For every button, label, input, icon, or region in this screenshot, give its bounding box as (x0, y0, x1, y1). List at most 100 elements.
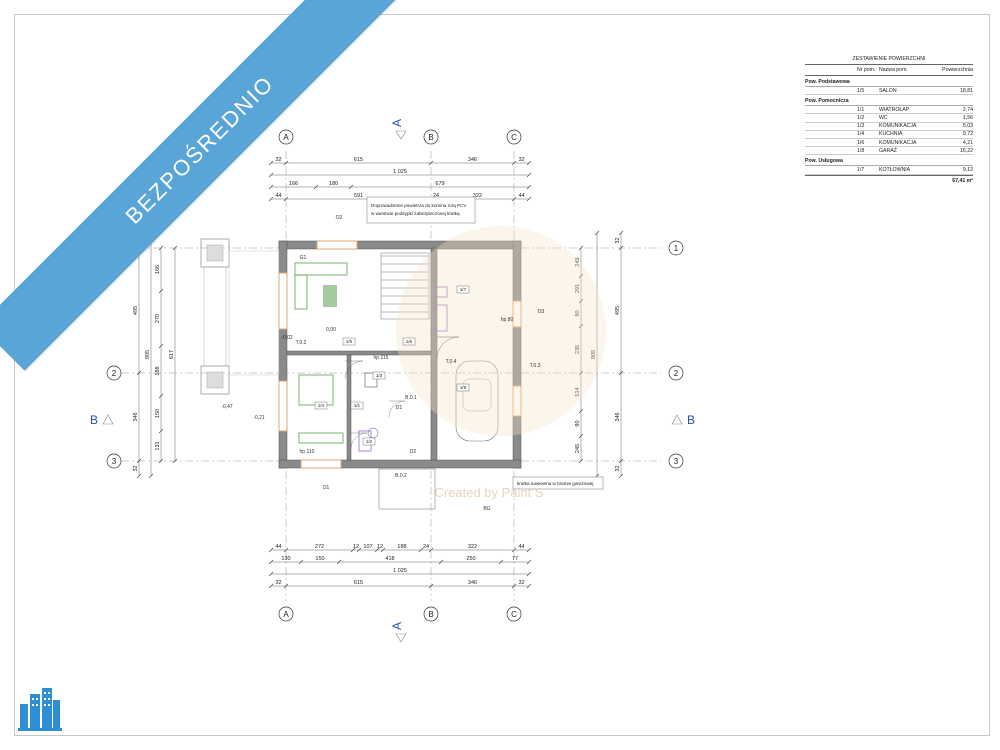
dimension-tick (350, 547, 356, 553)
room-label: 1/3 (376, 373, 383, 378)
dimension-value: 905 (145, 350, 151, 359)
dimension-tick (283, 547, 289, 553)
axis-bubble (668, 240, 684, 256)
sofa (294, 262, 348, 276)
summary-col-name: Nazwa pom. (879, 67, 908, 73)
summary-cell: 1,56 (962, 114, 973, 121)
plan-annotation: -0,02 (281, 335, 293, 341)
dimension-value: 346 (468, 580, 477, 586)
wall-segment (286, 350, 432, 356)
plan-annotation: D2 (410, 449, 417, 455)
window (512, 300, 522, 328)
room-tag (314, 401, 328, 410)
garage-note: kratka nawiewna w bramie garażowej (517, 481, 593, 486)
window (316, 240, 358, 250)
dimension-tick (374, 547, 380, 553)
plan-annotation: 0,00 (326, 327, 336, 333)
axis-label-column: C (511, 133, 517, 142)
summary-cell: 1/1 (857, 106, 865, 113)
garage-note-box (512, 476, 604, 490)
plan-annotation: hp 115 (374, 355, 389, 361)
section-label-side: B (90, 413, 98, 427)
wall-segment (278, 459, 522, 469)
dimension-value: 44 (275, 544, 281, 550)
coffee-table (323, 285, 337, 307)
dimension-value: 12 (353, 544, 359, 550)
summary-col-nr: Nr pom. (857, 67, 876, 73)
dimension-tick (158, 428, 164, 434)
dimension-value: 235 (575, 345, 581, 354)
axis-label-row: 2 (674, 369, 679, 378)
dimension-tick (511, 583, 517, 589)
section-arrow-icon (671, 414, 683, 425)
axis-label-column: A (283, 133, 289, 142)
section-arrow-icon (395, 633, 407, 643)
dimension-tick (268, 184, 274, 190)
axis-bubble (668, 365, 684, 381)
dimension-value: 180 (329, 181, 338, 187)
dimension-tick (283, 196, 289, 202)
summary-cell: 2,74 (962, 106, 973, 113)
dimension-value: 617 (169, 350, 175, 359)
dimension-value: 131 (155, 441, 161, 450)
dimension-tick (526, 160, 532, 166)
summary-cell: KOMUNIKACJA (879, 139, 917, 146)
dimension-tick (526, 571, 532, 577)
wall-segment (346, 354, 352, 461)
watermark-text: Created by Paint S (434, 485, 543, 500)
summary-cell (805, 123, 857, 129)
summary-group: Pow. Podstawowa (805, 76, 973, 87)
boiler-mark (434, 286, 448, 298)
summary-cell: 1/7 (857, 166, 865, 173)
summary-cell: GARAŻ (879, 147, 897, 154)
area-summary-table: ZESTAWIENIE POWIERZCHNI Nr pom. Nazwa po… (805, 55, 973, 186)
plan-details (200, 226, 606, 510)
dimension-tick (268, 547, 274, 553)
dimension-tick (526, 184, 532, 190)
summary-cell (805, 148, 857, 154)
summary-cell: KUCHNIA (879, 131, 903, 138)
dimension-tick (428, 160, 434, 166)
room-tag (362, 437, 376, 446)
plan-annotation: -0,21 (253, 415, 265, 421)
dimension-value: 32 (518, 580, 524, 586)
plan-annotation: -0,47 (221, 404, 233, 410)
porch-column-core (206, 244, 224, 262)
axis-bubble (423, 129, 439, 145)
dimension-tick (172, 458, 178, 464)
dimension-value: 1 025 (393, 568, 407, 574)
dimension-value: 615 (354, 580, 363, 586)
dimension-value: 679 (435, 181, 444, 187)
summary-cell (805, 88, 857, 94)
summary-cell: WIATROŁAP (879, 106, 910, 113)
dimension-value: 166 (289, 181, 298, 187)
dining-table (298, 374, 334, 406)
dimension-tick (136, 458, 142, 464)
dimension-tick (578, 298, 584, 304)
summary-header: Nr pom. Nazwa pom. Powierzchnia (805, 65, 973, 76)
axis-label-row: 2 (112, 369, 117, 378)
dimension-value: 514 (575, 387, 581, 396)
dimension-value: 130 (281, 556, 290, 562)
dimension-tick (268, 160, 274, 166)
room-tag (342, 337, 356, 346)
plan-annotation: O1 (323, 485, 330, 491)
summary-cell: 1/6 (857, 139, 865, 146)
watermark-blob (396, 226, 606, 436)
dimension-value: 245 (575, 444, 581, 453)
dimension-tick (498, 559, 504, 565)
plan-annotation: O3 (538, 309, 545, 315)
axis-label-column: B (428, 133, 433, 142)
axis-label-column: C (511, 610, 517, 619)
dimension-value: 32 (615, 465, 621, 471)
dimension-tick (618, 458, 624, 464)
porch-slab (203, 266, 227, 367)
door-swing (436, 336, 460, 360)
dimension-value: 291 (575, 284, 581, 293)
summary-cell: 9,72 (962, 131, 973, 138)
summary-col-area: Powierzchnia (942, 67, 973, 73)
summary-cell: 5,03 (962, 123, 973, 130)
